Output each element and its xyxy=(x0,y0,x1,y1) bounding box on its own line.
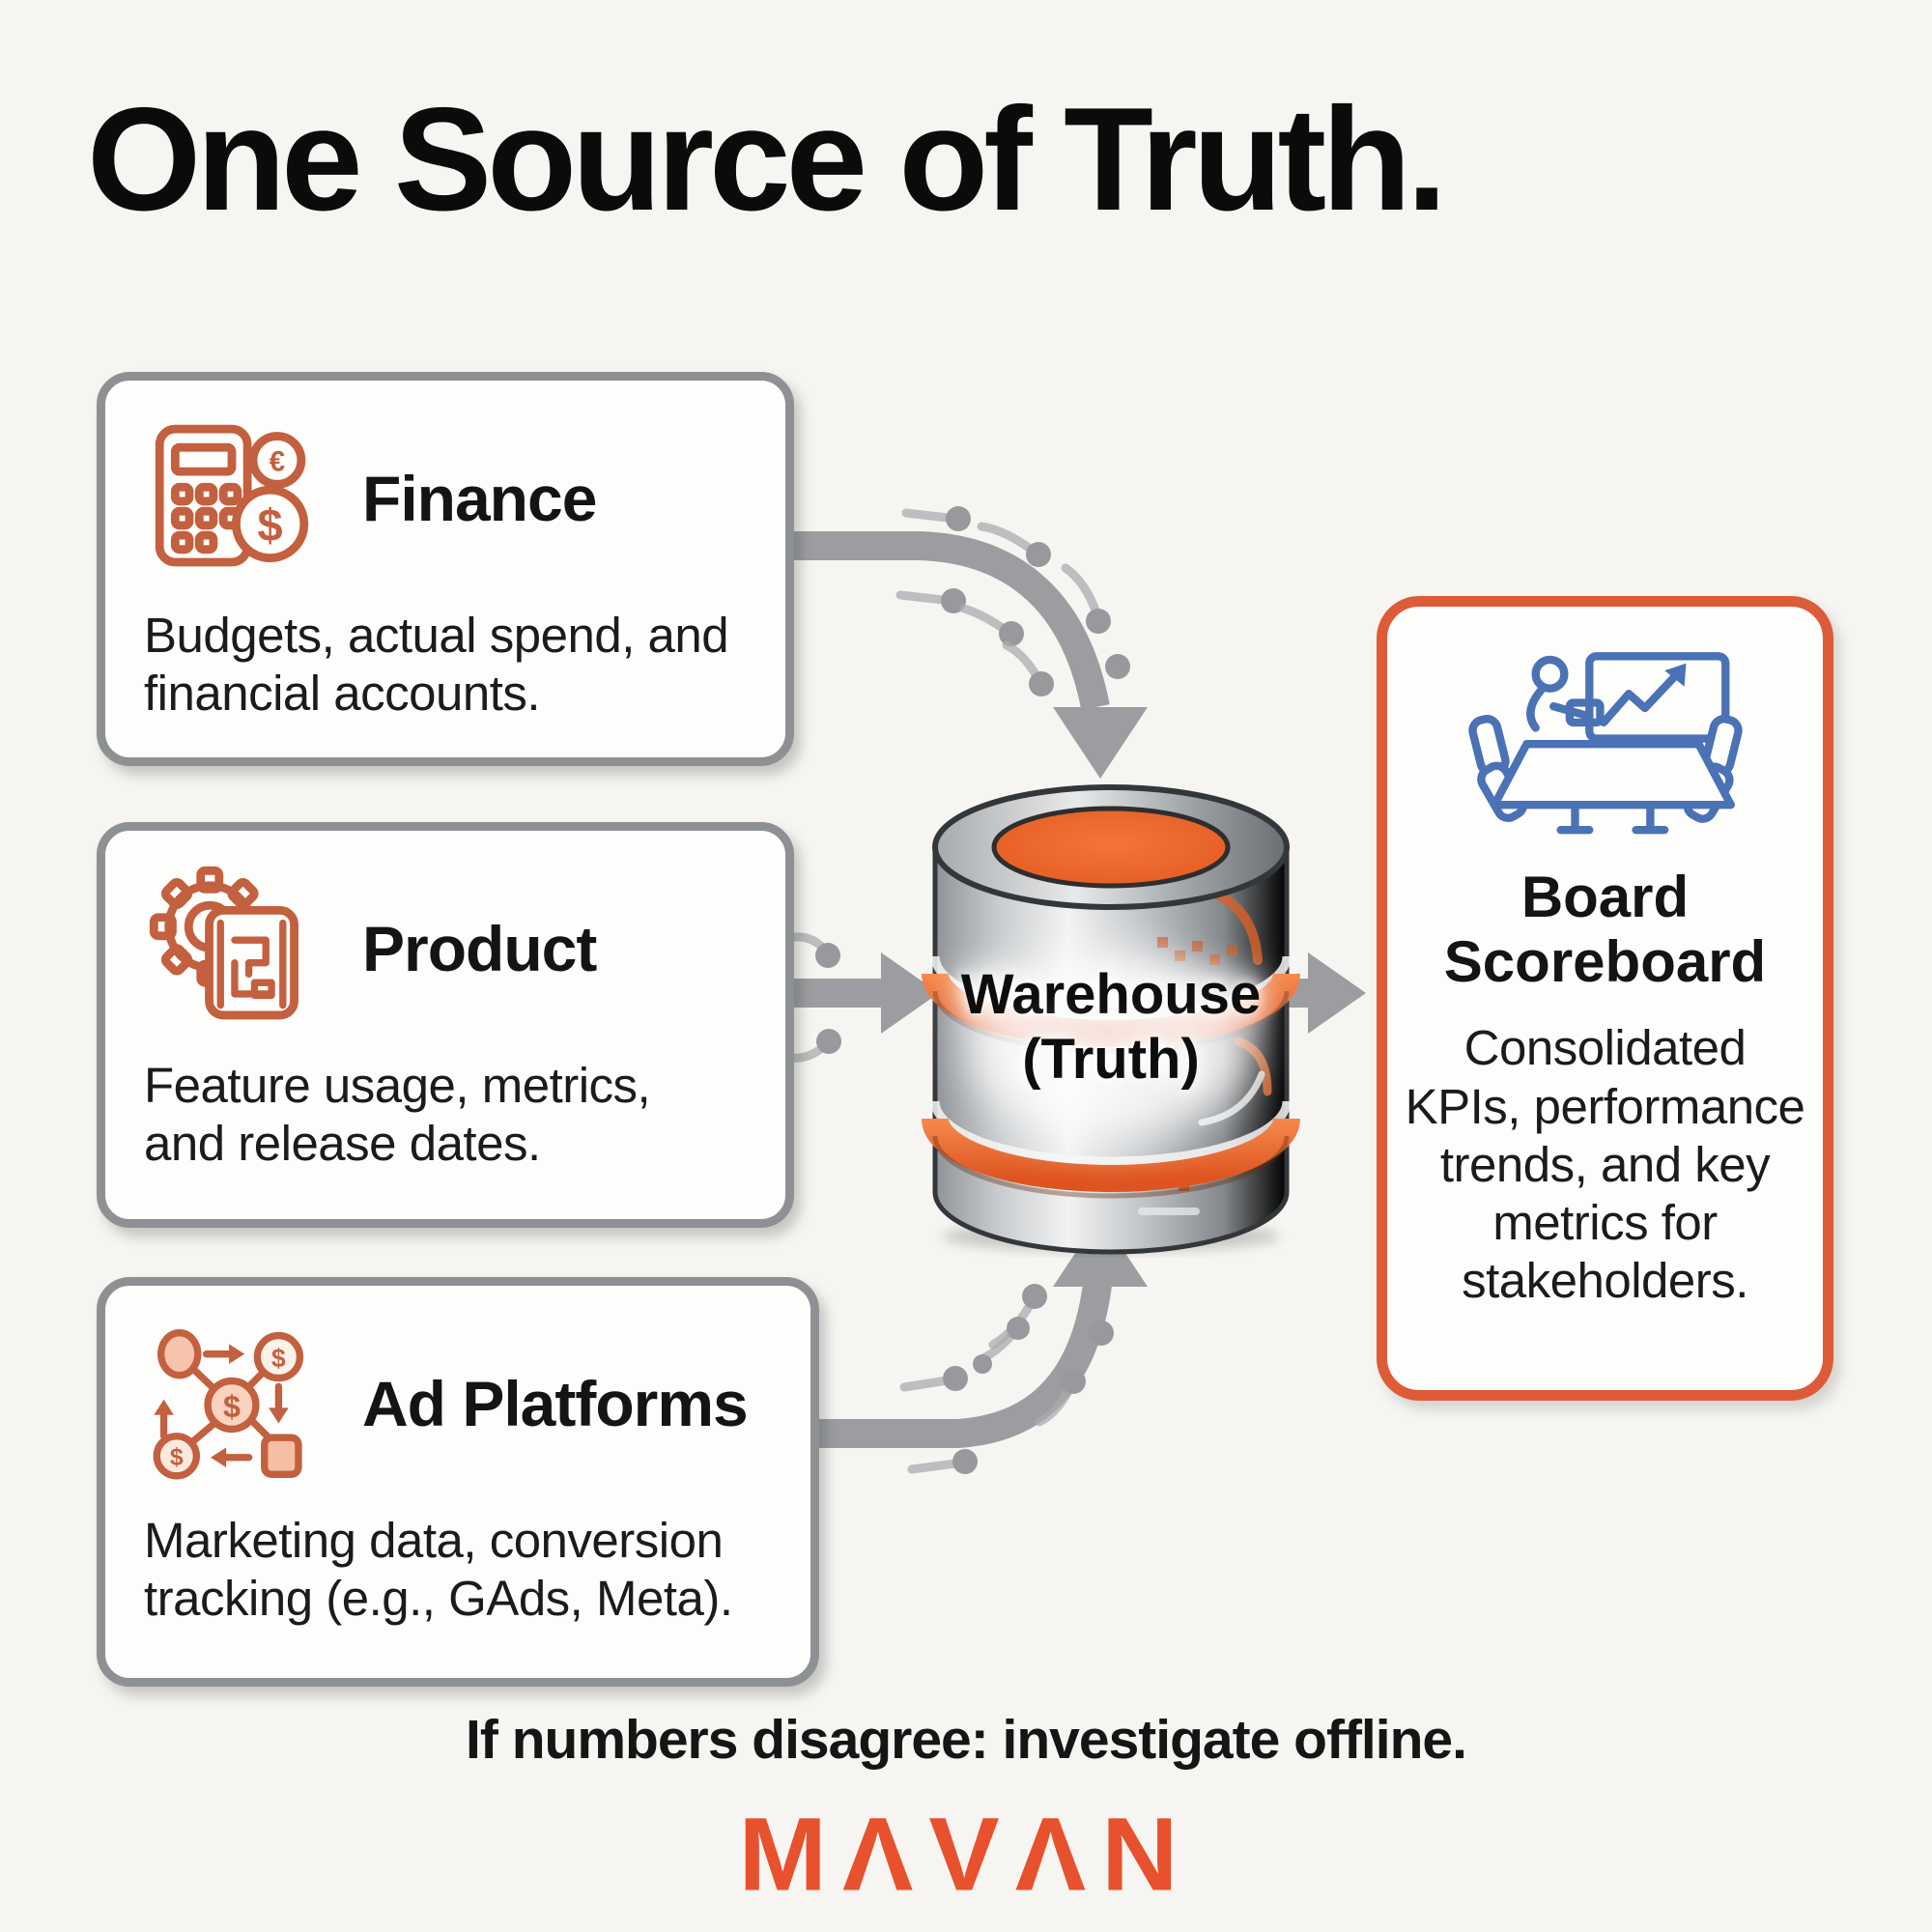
source-label-product: Product xyxy=(362,913,597,984)
source-desc-ad-platforms: Marketing data, conversion tracking (e.g… xyxy=(144,1513,733,1627)
boardroom-presentation-icon xyxy=(1467,652,1743,835)
svg-text:$: $ xyxy=(271,1344,286,1373)
source-label-ad-platforms: Ad Platforms xyxy=(362,1368,749,1439)
calculator-coins-icon: € $ xyxy=(155,424,309,567)
source-box-finance: € $ Finance Budgets, actual spend, and f… xyxy=(97,372,794,766)
ad-network-icon: $ $ $ xyxy=(153,1329,304,1480)
finance-data-dots xyxy=(895,506,1130,696)
footer-note: If numbers disagree: investigate offline… xyxy=(466,1709,1467,1771)
source-box-product: Product Feature usage, metrics, and rele… xyxy=(97,822,794,1228)
product-to-warehouse-arrow xyxy=(790,952,939,1034)
svg-text:$: $ xyxy=(258,500,283,551)
warehouse-label: Warehouse (Truth) xyxy=(918,962,1304,1093)
scoreboard-desc: Consolidated KPIs, performance trends, a… xyxy=(1405,1020,1805,1309)
source-label-finance: Finance xyxy=(362,463,597,534)
svg-text:€: € xyxy=(270,445,285,477)
finance-to-warehouse-arrow xyxy=(790,531,1148,779)
svg-text:$: $ xyxy=(223,1389,241,1424)
warehouse-label-line1: Warehouse xyxy=(960,963,1262,1026)
adplatforms-data-dots xyxy=(899,1284,1114,1474)
warehouse-label-line2: (Truth) xyxy=(1022,1028,1200,1092)
svg-text:$: $ xyxy=(170,1444,184,1471)
brand-logo: MΛVΛN xyxy=(738,1796,1194,1913)
scoreboard-label: Board Scoreboard xyxy=(1443,865,1767,995)
source-desc-finance: Budgets, actual spend, and financial acc… xyxy=(144,608,729,722)
page-title: One Source of Truth. xyxy=(87,77,1447,242)
source-desc-product: Feature usage, metrics, and release date… xyxy=(144,1058,651,1172)
scoreboard-box: Board Scoreboard Consolidated KPIs, perf… xyxy=(1377,596,1833,1401)
gear-blueprint-icon xyxy=(149,866,298,1020)
source-box-ad-platforms: $ $ $ Ad Platforms Marketing data, conve… xyxy=(97,1277,819,1687)
database-cylinder-icon xyxy=(922,784,1300,1255)
